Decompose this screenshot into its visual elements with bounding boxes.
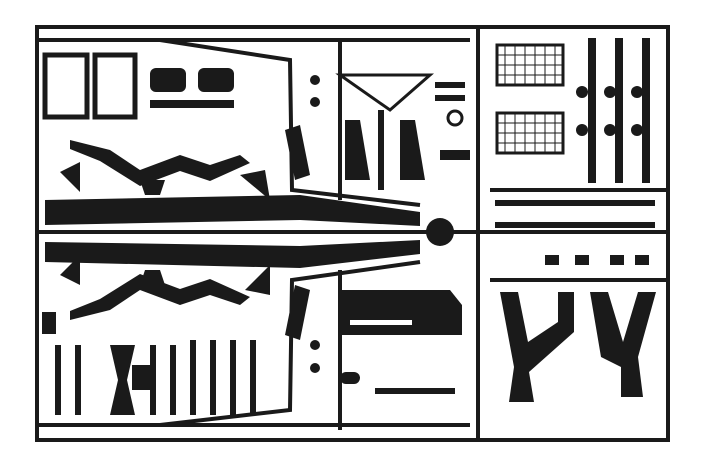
stand-leg-left — [500, 292, 574, 402]
frame-runner — [35, 25, 670, 442]
grilles — [495, 43, 565, 155]
central-hub — [426, 218, 454, 246]
parts — [42, 38, 656, 415]
fuel-tank — [340, 290, 462, 335]
chassis-rail-bottom — [45, 240, 420, 268]
chassis-rail-top — [45, 195, 420, 226]
stand-leg-right — [590, 292, 656, 397]
vertical-struts — [42, 312, 256, 415]
